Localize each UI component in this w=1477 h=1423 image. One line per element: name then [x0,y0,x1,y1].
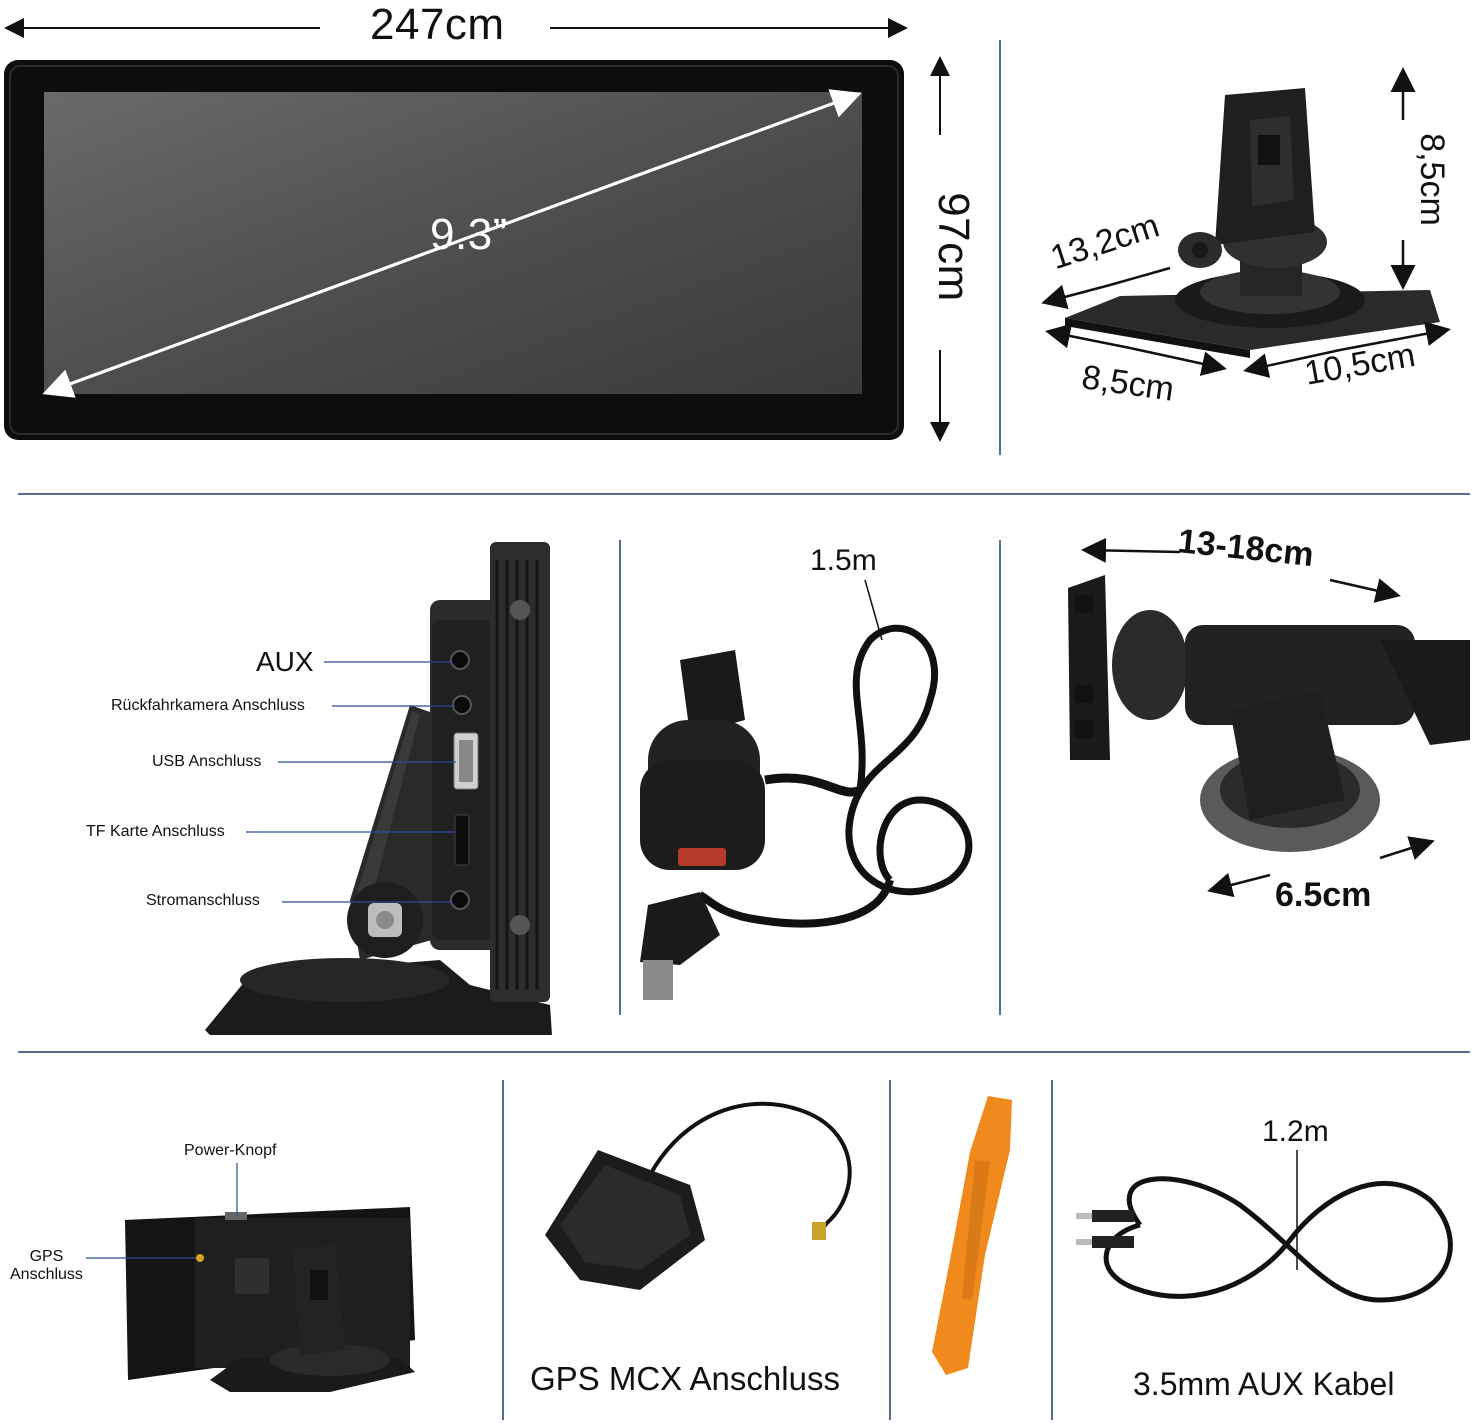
suction-mount-illustration [1068,575,1470,852]
aux-caption: 3.5mm AUX Kabel [1133,1366,1395,1402]
stand-height-label: 8,5cm [1412,133,1451,226]
gps-antenna-illustration [545,1101,852,1290]
section-dividers [18,40,1470,1420]
stand-illustration [1065,88,1440,358]
pry-tool-illustration [932,1096,1012,1375]
power-button-label: Power-Knopf [184,1142,277,1159]
gps-port-label: GPS Anschluss [10,1248,83,1283]
port-label-aux: AUX [256,646,314,677]
gps-caption: GPS MCX Anschluss [530,1360,840,1397]
side-view-illustration [205,542,552,1035]
port-leader-lines [246,661,456,903]
port-label-usb: USB Anschluss [152,753,262,770]
screen-height-label: 97cm [928,192,978,302]
charger-cable-length-label: 1.5m [810,544,877,577]
aux-cable-illustration [1076,1176,1453,1303]
screen-back-illustration [125,1207,415,1392]
screen-front [4,60,904,440]
port-label-tf-card: TF Karte Anschluss [86,823,225,840]
screen-width-label: 247cm [370,0,505,49]
car-charger-illustration [640,624,973,1000]
port-label-power: Stromanschluss [146,892,260,909]
aux-cable-length-label: 1.2m [1262,1115,1329,1148]
screen-diagonal-label: 9.3” [430,210,508,259]
port-label-rear-camera: Rückfahrkamera Anschluss [111,697,305,714]
suction-diameter-label: 6.5cm [1275,876,1372,914]
